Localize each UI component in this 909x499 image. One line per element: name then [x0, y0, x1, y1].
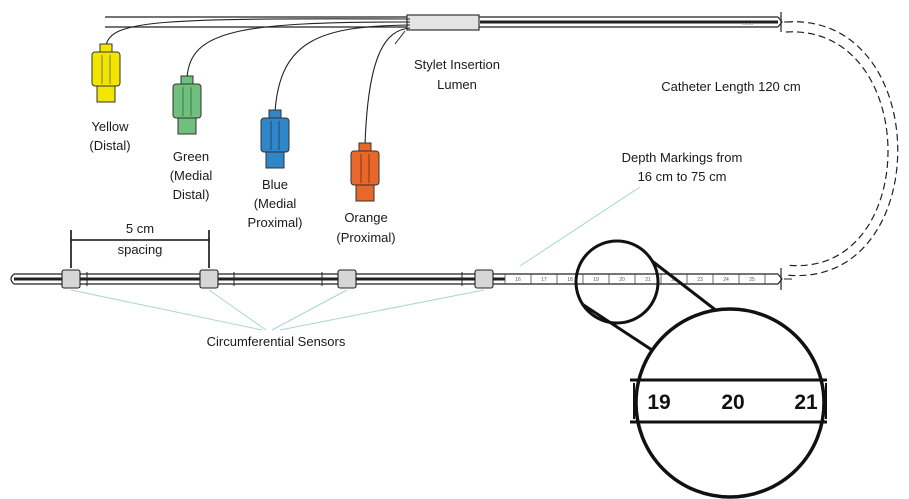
- yellow-label-line1: Yellow: [91, 119, 129, 134]
- magnifier-small-circle: [574, 239, 660, 325]
- catheter-length-label: Catheter Length 120 cm: [661, 79, 800, 94]
- magnified-number-middle: 20: [721, 391, 744, 414]
- spacing-label-line2: spacing: [118, 242, 163, 257]
- sensor-band-2: [199, 269, 219, 289]
- depth-tick-label: 25: [749, 277, 755, 283]
- sensors-label: Circumferential Sensors: [207, 334, 346, 349]
- magnifier: 19 20 21: [574, 239, 827, 499]
- magnifier-tangent-left: [581, 302, 656, 354]
- green-label-line1: Green: [173, 149, 209, 164]
- depth-tick-label: 20: [619, 277, 625, 283]
- upper-catheter-tube: ▭▭▭: [105, 12, 792, 32]
- depth-tick-label: 22: [671, 277, 677, 283]
- stylet-hub: [406, 14, 480, 31]
- green-label-line3: Distal): [173, 187, 210, 202]
- blue-label-line2: (Medial: [254, 196, 297, 211]
- depth-label-line1: Depth Markings from: [622, 150, 743, 165]
- depth-label-line2: 16 cm to 75 cm: [638, 169, 727, 184]
- lower-catheter-tube: [10, 268, 792, 290]
- green-connector: [172, 75, 202, 135]
- yellow-connector: [91, 43, 121, 103]
- magnified-number-left: 19: [647, 391, 670, 414]
- depth-tick-labels: 16 17 18 19 20 21 22 23 24 25: [515, 277, 755, 283]
- depth-tick-label: 21: [645, 277, 651, 283]
- svg-text:▭▭▭: ▭▭▭: [742, 21, 754, 26]
- orange-connector: [350, 142, 380, 202]
- stylet-leader-line: [394, 30, 406, 45]
- magnified-number-right: 21: [794, 391, 818, 414]
- connector-leads: [105, 18, 411, 146]
- depth-tick-label: 17: [541, 277, 547, 283]
- spacing-label-line1: 5 cm: [126, 221, 154, 236]
- depth-leader-line: [519, 186, 641, 267]
- stylet-label-line1: Stylet Insertion: [414, 57, 500, 72]
- depth-tick-label: 18: [567, 277, 573, 283]
- depth-tick-label: 16: [515, 277, 521, 283]
- sensor-leader-lines: [70, 289, 485, 331]
- sensor-bands: [61, 269, 494, 289]
- depth-tick-label: 24: [723, 277, 729, 283]
- spacing-bracket: [70, 230, 210, 268]
- orange-label-line2: (Proximal): [336, 230, 395, 245]
- depth-tick-marks: [504, 274, 766, 284]
- blue-label-line3: Proximal): [248, 215, 303, 230]
- depth-tick-label: 19: [593, 277, 599, 283]
- sensor-band-4: [474, 269, 494, 289]
- magnifier-large-circle: [634, 307, 826, 499]
- orange-label-line1: Orange: [344, 210, 387, 225]
- depth-tick-label: 23: [697, 277, 703, 283]
- green-label-line2: (Medial: [170, 168, 213, 183]
- sensor-band-3: [337, 269, 357, 289]
- sensor-band-1: [61, 269, 81, 289]
- stylet-label-line2: Lumen: [437, 77, 477, 92]
- yellow-label-line2: (Distal): [89, 138, 130, 153]
- blue-connector: [260, 109, 290, 169]
- catheter-loop-dashed: [785, 21, 899, 277]
- blue-label-line1: Blue: [262, 177, 288, 192]
